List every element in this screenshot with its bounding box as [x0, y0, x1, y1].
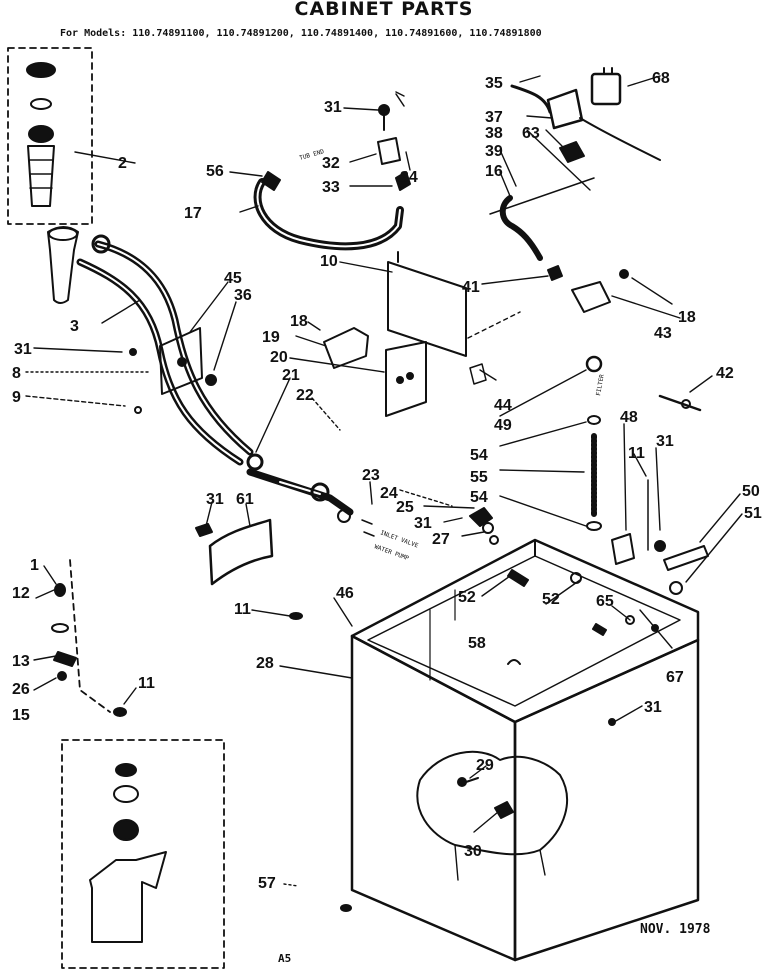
callout-50: 50 — [742, 483, 760, 500]
callout-26: 26 — [12, 681, 30, 698]
callout-38: 38 — [485, 125, 503, 142]
valve-stack-drawing — [26, 62, 56, 207]
callout-39: 39 — [485, 143, 503, 160]
cabinet-drawing — [340, 538, 700, 962]
callout-65: 65 — [596, 593, 614, 610]
callout-19: 19 — [262, 329, 280, 346]
callout-18-right: 18 — [678, 309, 696, 326]
agitator-cap-assembly — [51, 583, 167, 943]
callout-41: 41 — [462, 279, 480, 296]
callout-31-left: 31 — [14, 341, 32, 358]
callout-61: 61 — [236, 491, 254, 508]
callout-52-left: 52 — [458, 589, 476, 606]
callout-22: 22 — [296, 387, 314, 404]
callout-28: 28 — [256, 655, 274, 672]
callout-2: 2 — [118, 155, 127, 172]
callout-43: 43 — [654, 325, 672, 342]
callout-31-top: 31 — [324, 99, 342, 116]
callout-15: 15 — [12, 707, 30, 724]
callout-35: 35 — [485, 75, 503, 92]
callout-31-cabinet: 31 — [644, 699, 662, 716]
callout-23: 23 — [362, 467, 380, 484]
callout-11-right: 11 — [628, 445, 645, 462]
page-code: A5 — [278, 952, 292, 965]
callout-54-upper: 54 — [470, 447, 488, 464]
callout-31-right: 31 — [656, 433, 674, 450]
callout-labels: 2 3 31 8 9 45 36 56 17 10 31 32 33 34 35… — [12, 70, 762, 892]
lid-hinge-part — [195, 518, 303, 620]
callout-10: 10 — [320, 253, 338, 270]
callout-31-mid: 31 — [414, 515, 432, 532]
callout-42: 42 — [716, 365, 734, 382]
callout-52-right: 52 — [542, 591, 560, 608]
callout-31-lower: 31 — [206, 491, 224, 508]
diagram-date: NOV. 1978 — [640, 922, 711, 937]
callout-45: 45 — [224, 270, 242, 287]
dashed-assembly-boxes — [7, 47, 225, 969]
callout-17: 17 — [184, 205, 202, 222]
callout-48: 48 — [620, 409, 638, 426]
callout-63: 63 — [522, 125, 540, 142]
callout-20: 20 — [270, 349, 288, 366]
callout-34: 34 — [400, 169, 418, 186]
callout-29: 29 — [476, 757, 494, 774]
callout-27: 27 — [432, 531, 450, 548]
part-small-print: TUB END INLET VALVE WATER PUMP FILTER — [299, 148, 606, 562]
callout-36: 36 — [234, 287, 252, 304]
callout-30: 30 — [464, 843, 482, 860]
callout-32: 32 — [322, 155, 340, 172]
callout-11-left: 11 — [138, 675, 155, 692]
callout-25: 25 — [396, 499, 414, 516]
callout-37: 37 — [485, 109, 503, 126]
callout-68: 68 — [652, 70, 670, 87]
callout-55: 55 — [470, 469, 488, 486]
top-rear-parts-drawing — [253, 93, 487, 417]
callout-58: 58 — [468, 635, 486, 652]
water-pump-print: WATER PUMP — [373, 543, 410, 562]
water-hoses-drawing — [47, 226, 499, 545]
callout-54-lower: 54 — [470, 489, 488, 506]
models-line: For Models: 110.74891100, 110.74891200, … — [60, 28, 542, 39]
callout-33: 33 — [322, 179, 340, 196]
leader-lines — [25, 75, 743, 887]
callout-9: 9 — [12, 389, 21, 406]
callout-11-mid: 11 — [234, 601, 251, 618]
callout-56: 56 — [206, 163, 224, 180]
callout-49: 49 — [494, 417, 512, 434]
callout-21: 21 — [282, 367, 300, 384]
page-title: CABINET PARTS — [294, 0, 474, 20]
callout-16: 16 — [485, 163, 503, 180]
filter-print: FILTER — [595, 373, 606, 396]
callout-3: 3 — [70, 318, 79, 335]
callout-44: 44 — [494, 397, 512, 414]
callout-8: 8 — [12, 365, 21, 382]
callout-46: 46 — [336, 585, 354, 602]
callout-67: 67 — [666, 669, 684, 686]
right-side-parts-drawing — [489, 67, 709, 595]
callout-1: 1 — [30, 557, 39, 574]
callout-57: 57 — [258, 875, 276, 892]
callout-24: 24 — [380, 485, 398, 502]
callout-51: 51 — [744, 505, 762, 522]
callout-13: 13 — [12, 653, 30, 670]
callout-12: 12 — [12, 585, 30, 602]
callout-18-left: 18 — [290, 313, 308, 330]
